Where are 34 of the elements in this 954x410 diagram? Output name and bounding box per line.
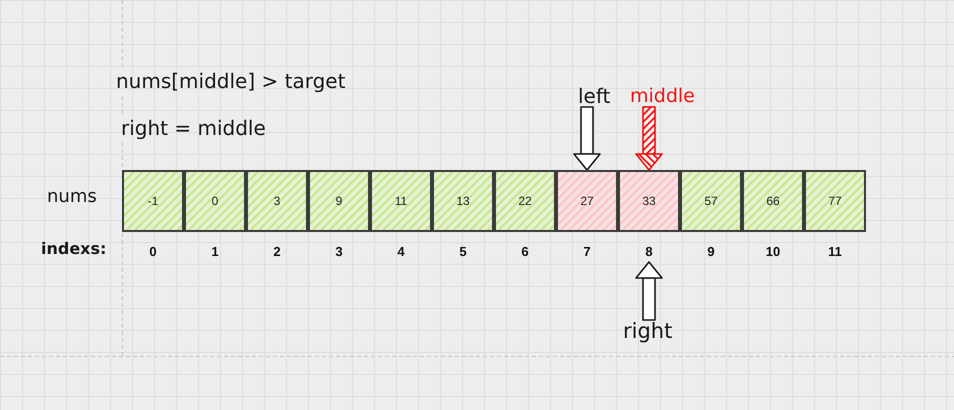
cell-value: 27 <box>580 194 594 208</box>
index-number: 8 <box>645 244 653 260</box>
index-number: 9 <box>707 244 715 260</box>
condition-text: nums[middle] > target <box>116 70 346 92</box>
index-number: 4 <box>397 244 405 260</box>
cell-value: 22 <box>518 194 532 208</box>
index-number: 10 <box>766 244 780 260</box>
cell-value: 66 <box>766 194 780 208</box>
index-number: 11 <box>828 244 842 260</box>
arrow <box>635 261 663 321</box>
cell-value: 13 <box>456 194 470 208</box>
pointer-label: right <box>623 320 672 344</box>
cell-value: -1 <box>148 194 158 208</box>
index-number: 3 <box>335 244 343 260</box>
row-label: indexs: <box>41 240 106 258</box>
index-number: 6 <box>521 244 529 260</box>
index-number: 0 <box>149 244 157 260</box>
cell-value: 0 <box>212 194 218 208</box>
pointer-label: left <box>578 85 610 107</box>
cell-value: 11 <box>394 194 408 208</box>
index-number: 2 <box>273 244 281 260</box>
arrow <box>573 106 601 171</box>
index-number: 5 <box>459 244 467 260</box>
index-number: 7 <box>583 244 591 260</box>
index-number: 1 <box>211 244 219 260</box>
arrow <box>635 106 663 171</box>
cell-value: 57 <box>704 194 718 208</box>
array-name-label: nums <box>47 187 97 207</box>
assignment-text: right = middle <box>121 117 266 139</box>
cell-value: 77 <box>828 194 842 208</box>
cell-value: 3 <box>274 194 280 208</box>
cell-value: 33 <box>642 194 656 208</box>
cell-value: 9 <box>336 194 342 208</box>
pointer-label: middle <box>630 86 695 107</box>
